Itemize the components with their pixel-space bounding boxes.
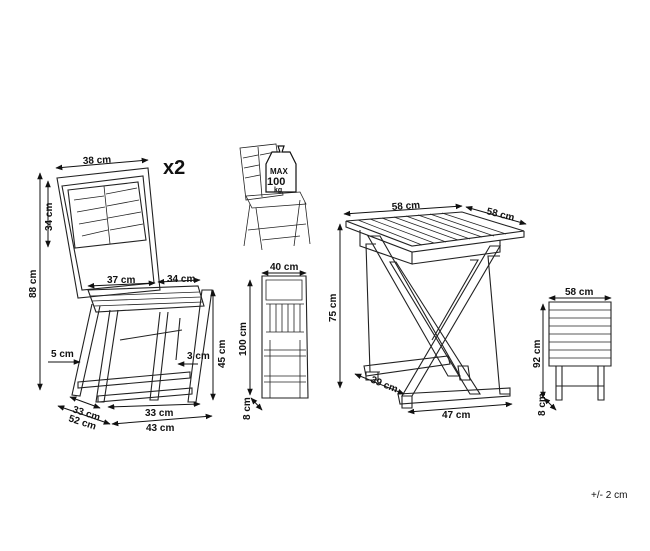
chair-back-height-label: 34 cm [44,203,55,231]
table-top-width-label: 58 cm [391,200,420,213]
table-dimension-lines [337,203,527,415]
chair-right-bar-label: 3 cm [187,351,210,362]
folded-table-height-label: 92 cm [532,340,543,368]
folded-chair-width-label: 40 cm [270,262,298,273]
weight-badge-line1: MAX [270,167,288,176]
folded-chair-height-label: 100 cm [238,322,249,356]
weight-badge: MAX 100 kg [265,145,297,194]
chair-width-back-label: 38 cm [83,155,112,167]
chair-dimension-labels: 38 cm 34 cm 88 cm 37 cm 34 cm 45 cm 5 cm… [28,155,228,434]
folded-chair-thickness-label: 8 cm [242,397,253,420]
chair-left-bar-label: 5 cm [51,349,74,360]
table-base-label: 47 cm [442,410,470,421]
table-height-label: 75 cm [328,294,339,322]
folded-table-dimension-lines [540,295,612,411]
tolerance-note: +/- 2 cm [591,490,627,501]
folded-table-thickness-label: 8 cm [537,393,548,416]
chair-seat-height-label: 45 cm [217,340,228,368]
chair-seat-width-label: 37 cm [107,275,135,286]
small-chair-drawing [239,143,311,251]
folded-chair-drawing [261,275,309,399]
table-drawing [345,211,525,409]
folded-table-width-label: 58 cm [565,287,593,298]
table-bar-label: 39 cm [369,375,400,396]
quantity-multiplier: x2 [163,157,185,179]
folded-chair-dimension-labels: 40 cm 100 cm 8 cm [238,262,298,420]
folded-table-drawing [548,301,612,401]
chair-seat-depth-label: 34 cm [167,274,195,285]
chair-total-height-label: 88 cm [28,270,39,298]
chair-overall-width-label: 43 cm [146,423,174,434]
chair-base-front-label: 33 cm [145,408,173,419]
weight-badge-line3: kg [274,187,282,194]
folded-chair-dimension-lines [247,270,307,411]
table-top-depth-label: 58 cm [485,206,515,224]
chair-dimension-lines [37,157,216,427]
folded-table-dimension-labels: 58 cm 92 cm 8 cm [532,287,593,416]
weight-badge-line2: 100 [267,176,285,188]
